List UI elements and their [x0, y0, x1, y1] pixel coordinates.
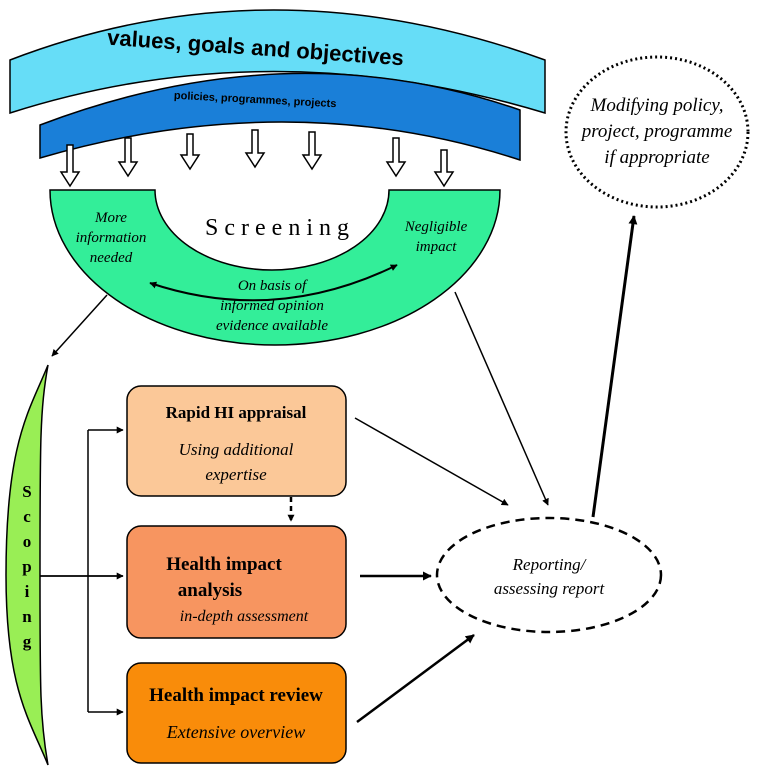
basis-double-arrow	[149, 264, 398, 302]
reporting-line-2: assessing report	[494, 579, 606, 598]
screening-right-line-1: Negligible	[404, 219, 468, 235]
reporting-ellipse	[435, 516, 663, 634]
connectors	[40, 215, 638, 724]
policies-arc	[39, 72, 521, 162]
basis-line-3: evidence available	[216, 318, 328, 334]
screening-to-scoping-arrow	[51, 294, 108, 357]
screening-left-line-3: needed	[90, 250, 133, 266]
scoping-letter: S	[22, 482, 31, 501]
scoping-letters: S c o p i n g	[22, 482, 32, 651]
rapid-appraisal-box	[126, 385, 347, 497]
scoping-letter: n	[22, 607, 32, 626]
screening-title: Screening	[205, 215, 355, 241]
scoping-letter: c	[23, 507, 31, 526]
values-arc	[9, 9, 546, 115]
down-arrow-icon	[59, 144, 81, 188]
review-to-reporting-arrow	[356, 633, 475, 724]
down-arrow-icon	[179, 133, 201, 171]
scoping-letter: g	[23, 632, 32, 651]
modify-policy-ellipse	[564, 55, 750, 209]
reporting-to-modify-arrow	[591, 215, 638, 518]
basis-line-1: On basis of	[238, 278, 308, 294]
down-arrow-icon	[433, 149, 455, 188]
scoping-shape	[5, 364, 49, 766]
modify-line-1: Modifying policy,	[590, 95, 724, 116]
screening-left-line-1: More	[94, 210, 127, 226]
review-title: Health impact review	[149, 685, 323, 706]
screening-to-reporting-arrow	[454, 291, 549, 506]
scoping-letter: i	[25, 582, 30, 601]
analysis-subtitle: in-depth assessment	[180, 608, 309, 625]
screening-right-line-2: impact	[416, 239, 458, 255]
impact-review-box	[126, 662, 347, 764]
down-arrow-icon	[385, 137, 407, 178]
rapid-title: Rapid HI appraisal	[166, 403, 307, 422]
rapid-subtitle-2: expertise	[205, 465, 267, 484]
screening-shape	[49, 189, 501, 346]
impact-analysis-box	[126, 525, 347, 639]
modify-line-3: if appropriate	[604, 147, 709, 168]
modify-line-2: project, programme	[580, 121, 733, 142]
down-arrow-icon	[301, 131, 323, 171]
basis-line-2: informed opinion	[220, 298, 324, 314]
analysis-title-2: analysis	[178, 580, 242, 601]
screening-left-line-2: information	[76, 230, 147, 246]
review-subtitle: Extensive overview	[166, 722, 305, 742]
scoping-letter: p	[22, 557, 31, 576]
policy-flow-arrows	[59, 129, 455, 188]
down-arrow-icon	[117, 137, 139, 178]
scoping-letter: o	[23, 532, 32, 551]
reporting-line-1: Reporting/	[512, 555, 588, 574]
down-arrow-icon	[244, 129, 266, 169]
rapid-subtitle-1: Using additional	[179, 440, 294, 459]
rapid-to-reporting-arrow	[354, 417, 509, 506]
analysis-title-1: Health impact	[166, 554, 282, 575]
